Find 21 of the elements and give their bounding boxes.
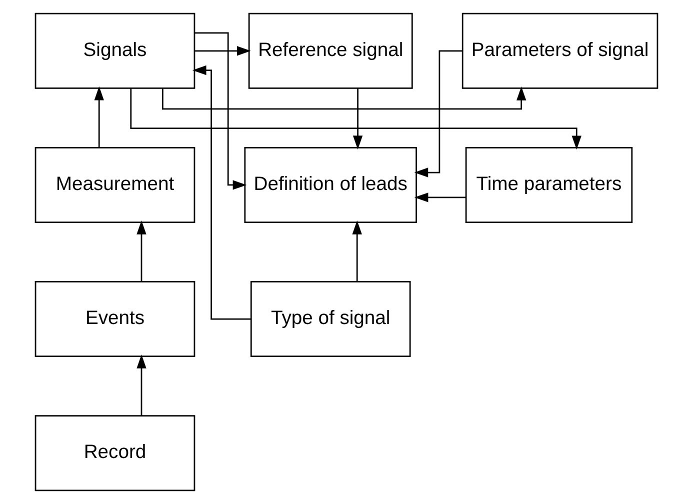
arrow (194, 46, 251, 56)
node-box: Measurement (34, 146, 196, 223)
node-box: Reference signal (248, 12, 413, 89)
arrow (194, 32, 247, 190)
node-box: Events (34, 281, 196, 358)
arrow (162, 86, 526, 110)
node-box: Definition of leads (244, 146, 417, 223)
node-box: Signals (34, 12, 196, 89)
arrow (352, 88, 363, 150)
node-box: Parameters of signal (462, 12, 658, 89)
arrow (352, 220, 362, 282)
arrow (414, 192, 466, 202)
node-box: Type of signal (250, 281, 411, 358)
arrow (136, 220, 146, 282)
node-box: Record (34, 415, 196, 492)
arrow (136, 354, 146, 416)
arrow (192, 65, 251, 320)
arrow (414, 50, 462, 178)
node-box: Time parameters (465, 146, 633, 223)
arrow (94, 86, 104, 148)
arrow (130, 88, 582, 150)
